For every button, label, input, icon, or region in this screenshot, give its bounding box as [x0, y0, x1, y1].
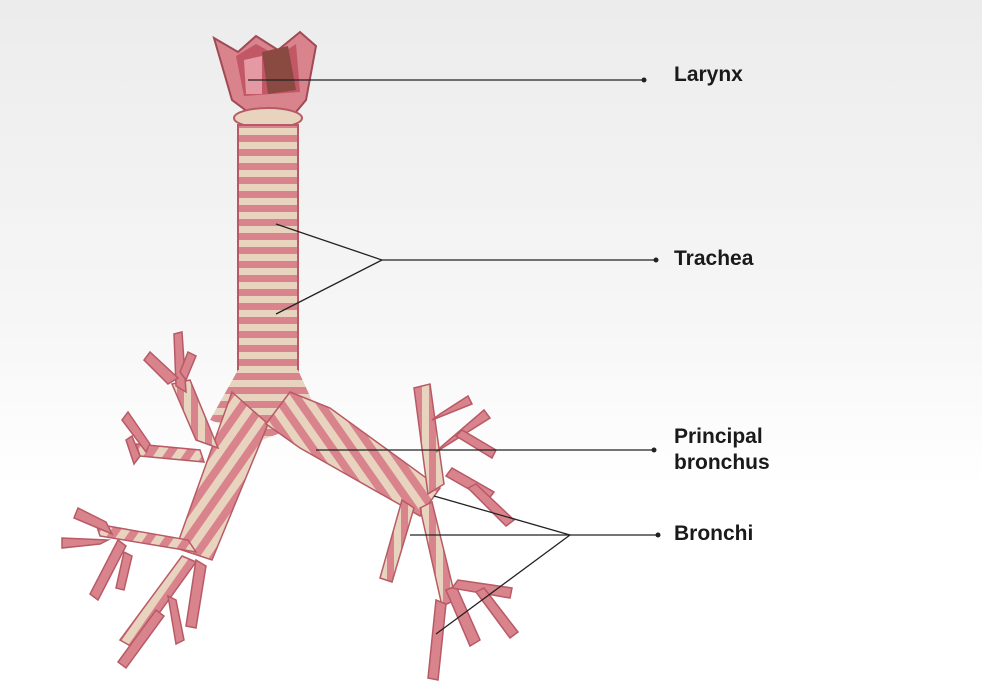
leader-lines: [248, 80, 658, 634]
leader-line-bronchi-a: [434, 496, 570, 535]
label-principal-bronchus: Principal bronchus: [674, 424, 834, 476]
leader-dot-principal-bronchus: [652, 448, 657, 453]
leader-dot-larynx: [642, 78, 647, 83]
label-bronchi: Bronchi: [674, 521, 753, 547]
label-larynx: Larynx: [674, 62, 743, 88]
label-trachea: Trachea: [674, 246, 753, 272]
leader-dot-trachea: [654, 258, 659, 263]
leader-dot-bronchi: [656, 533, 661, 538]
right-principal-bronchus-shape: [266, 392, 440, 516]
trachea-shape: [238, 125, 298, 378]
right-bronchial-tree: [380, 384, 518, 680]
leader-dots: [642, 78, 661, 538]
